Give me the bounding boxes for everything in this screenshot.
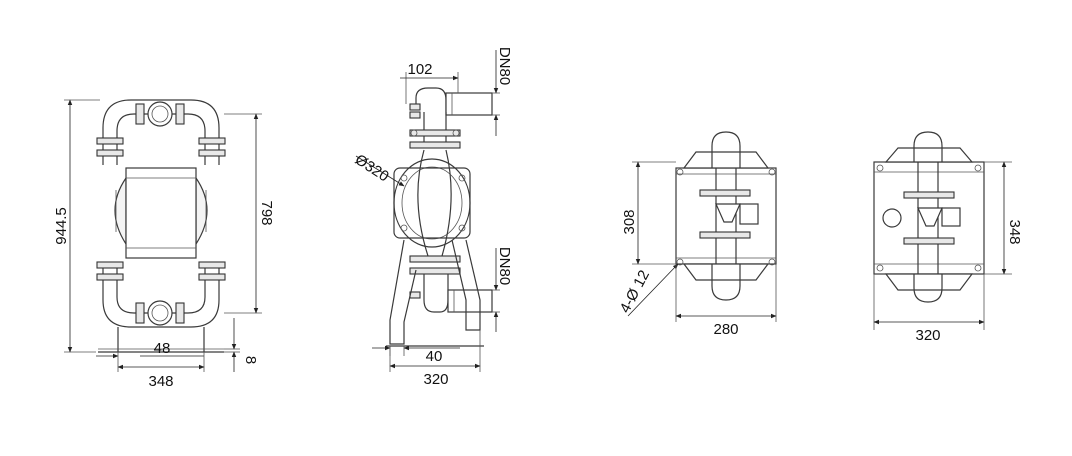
dim-top-width: 280 bbox=[713, 321, 738, 338]
dim-width: 348 bbox=[148, 373, 173, 390]
dim-bottom-depth: 348 bbox=[1006, 219, 1023, 244]
dim-port-offset: 102 bbox=[407, 61, 432, 78]
dim-foot-offset: 48 bbox=[154, 340, 171, 357]
dim-height-ports: 798 bbox=[258, 200, 275, 225]
dim-diaphragm-dia: Ø320 bbox=[352, 151, 392, 185]
dim-outlet: DN80 bbox=[496, 47, 513, 85]
dim-base-offset: 40 bbox=[426, 348, 443, 365]
dim-side-width: 320 bbox=[423, 371, 448, 388]
dim-bottom-width: 320 bbox=[915, 327, 940, 344]
dim-foot-height: 8 bbox=[242, 356, 259, 364]
dim-height-total: 944.5 bbox=[53, 207, 70, 245]
side-view: 102 DN80 DN80 Ø320 40 320 bbox=[352, 47, 513, 388]
dim-hole-spacing: 308 bbox=[621, 209, 638, 234]
dim-inlet: DN80 bbox=[496, 247, 513, 285]
top-view: 308 4-Ø 12 280 bbox=[617, 131, 777, 338]
front-view: 944.5 798 48 8 348 bbox=[53, 99, 275, 390]
dim-holes: 4-Ø 12 bbox=[617, 267, 654, 315]
bottom-view: 348 320 bbox=[873, 131, 1023, 344]
